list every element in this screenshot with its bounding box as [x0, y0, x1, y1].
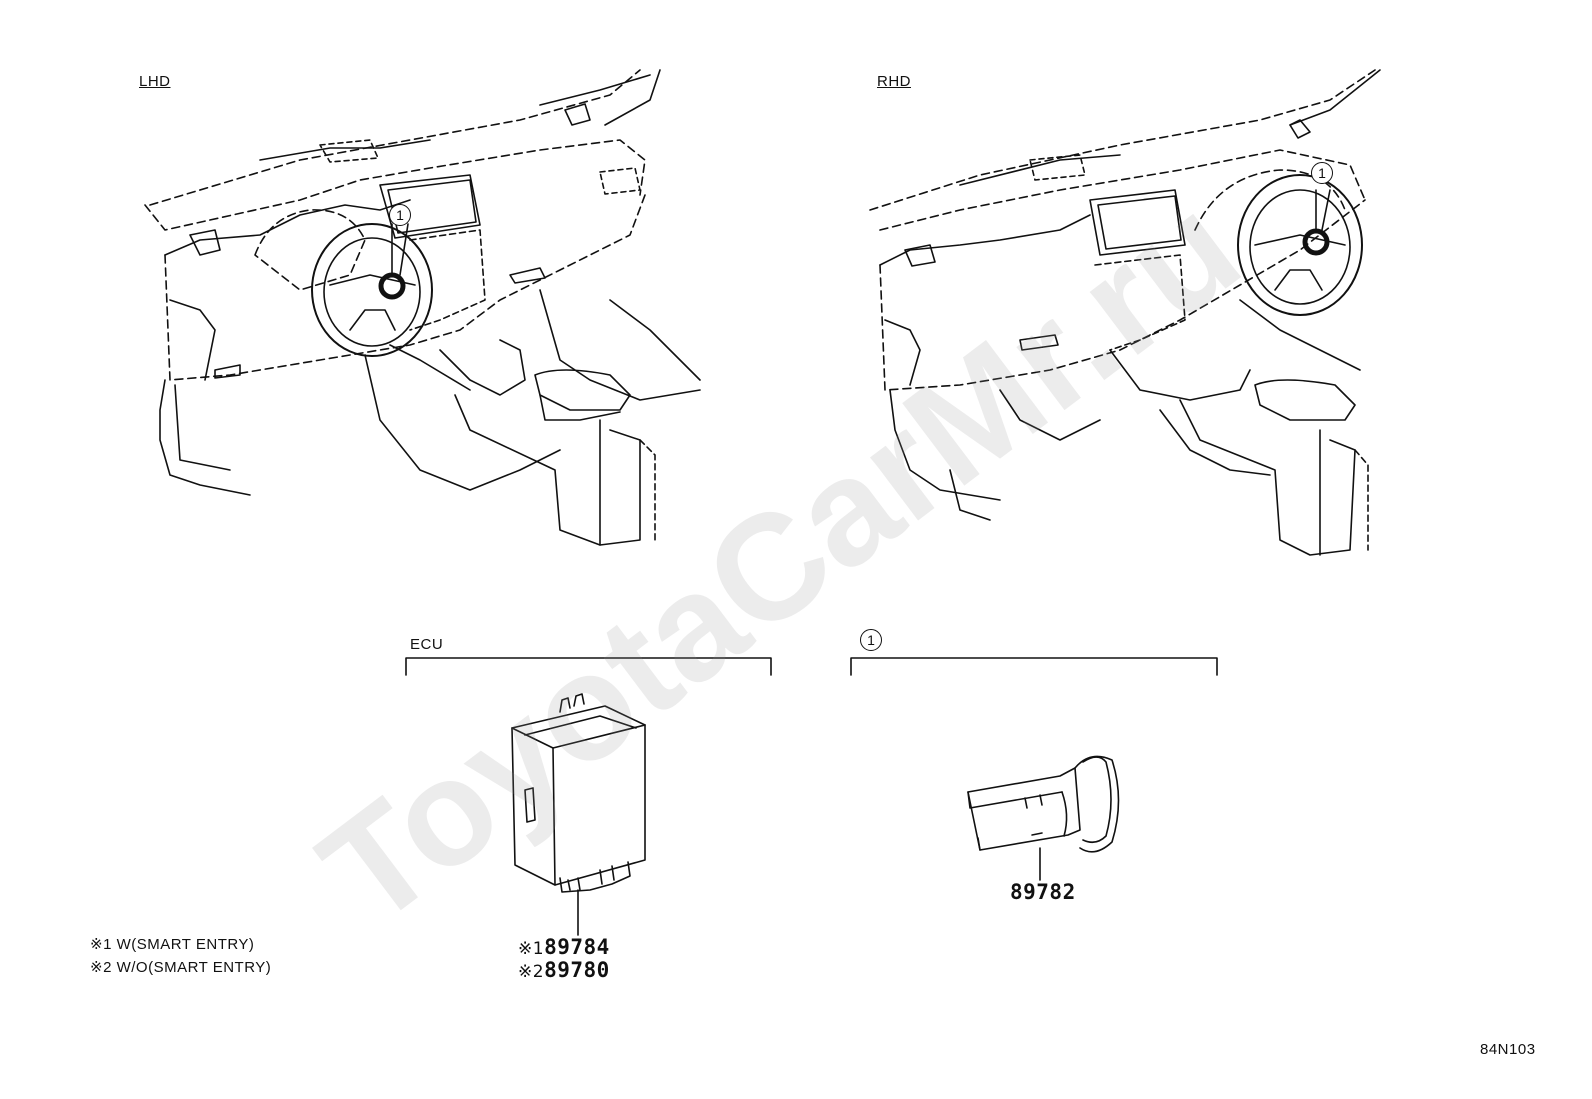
ecu-part-number-option1: ※189784	[518, 935, 610, 959]
rhd-callout-marker: 1	[1311, 162, 1333, 184]
figure-code: 84N103	[1480, 1041, 1536, 1058]
option1-number: 89784	[544, 935, 610, 959]
rhd-view-label: RHD	[877, 73, 911, 90]
rhd-dashboard-illustration	[869, 69, 1381, 556]
ecu-section-label: ECU	[410, 636, 444, 653]
legend-line-1: ※1 W(SMART ENTRY)	[90, 936, 255, 953]
option2-mark: ※2	[518, 962, 545, 982]
legend-line-2: ※2 W/O(SMART ENTRY)	[90, 959, 272, 976]
section-callout-marker: 1	[860, 629, 882, 651]
lhd-callout-marker: 1	[389, 204, 411, 226]
option1-mark: ※1	[518, 939, 545, 959]
lhd-view-label: LHD	[139, 73, 171, 90]
ecu-unit-illustration	[511, 693, 646, 936]
option2-number: 89780	[544, 958, 610, 982]
switch-part-number: 89782	[1010, 880, 1076, 904]
ecu-part-number-option2: ※289780	[518, 958, 610, 982]
section-brackets	[405, 657, 1218, 676]
switch-illustration	[967, 755, 1120, 881]
lhd-dashboard-illustration	[144, 69, 701, 546]
